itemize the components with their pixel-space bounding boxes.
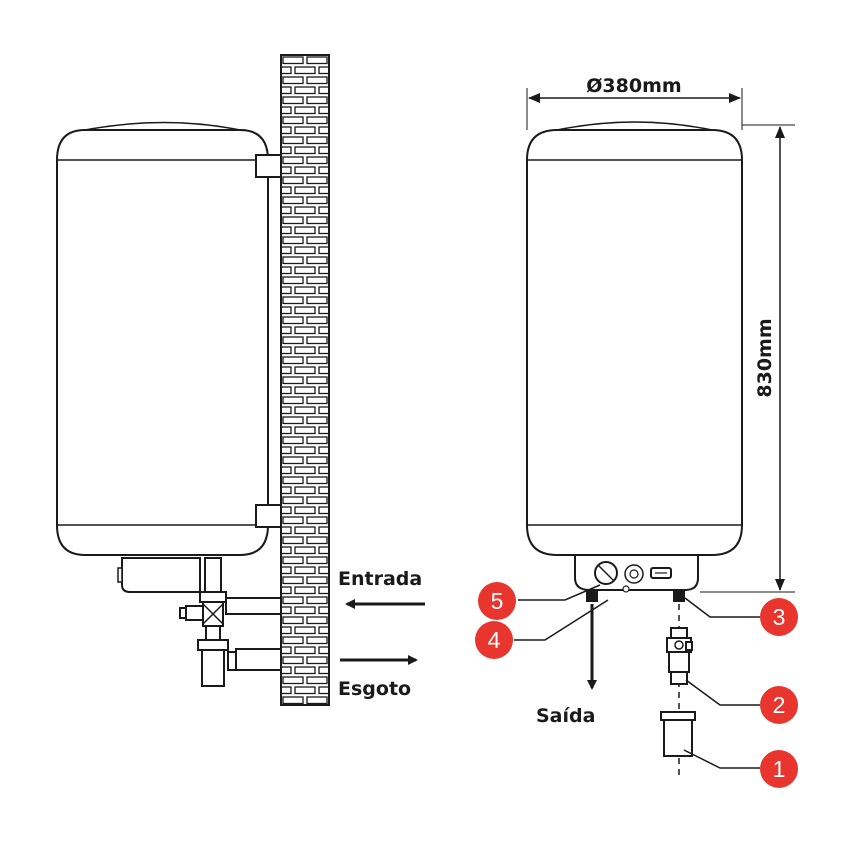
diameter-label: Ø380mm <box>586 75 681 97</box>
control-panel <box>574 554 699 593</box>
width-dimension: Ø380mm <box>526 75 743 130</box>
heater-bottom-cover <box>121 557 201 593</box>
siphon-front <box>660 711 696 757</box>
callout-3-number: 3 <box>773 604 786 630</box>
heater-side-body <box>56 121 269 556</box>
callout-4: 4 <box>475 621 513 659</box>
heater-front-body <box>526 121 743 556</box>
saida-label: Saída <box>536 705 595 727</box>
wall-bracket-bottom <box>255 504 282 528</box>
callout-5-number: 5 <box>491 588 504 614</box>
front-view: Saída Ø380mm 830mm <box>475 75 798 788</box>
entrada-label: Entrada <box>338 568 422 590</box>
side-view: Entrada Esgoto <box>56 54 425 706</box>
esgoto-label: Esgoto <box>338 678 411 700</box>
callout-2-number: 2 <box>773 692 786 718</box>
callout-1-number: 1 <box>773 756 786 782</box>
callout-5: 5 <box>478 582 516 620</box>
height-label: 830mm <box>754 318 776 397</box>
safety-valve-assembly <box>179 557 282 687</box>
callout-2: 2 <box>760 686 798 724</box>
callout-3: 3 <box>760 598 798 636</box>
brick-wall <box>280 54 330 706</box>
callout-4-number: 4 <box>488 627 501 653</box>
wall-bracket-top <box>255 154 282 178</box>
height-dimension: 830mm <box>700 124 795 593</box>
callout-1: 1 <box>760 750 798 788</box>
safety-valve-front <box>666 627 693 685</box>
callout-leaders <box>514 584 760 769</box>
